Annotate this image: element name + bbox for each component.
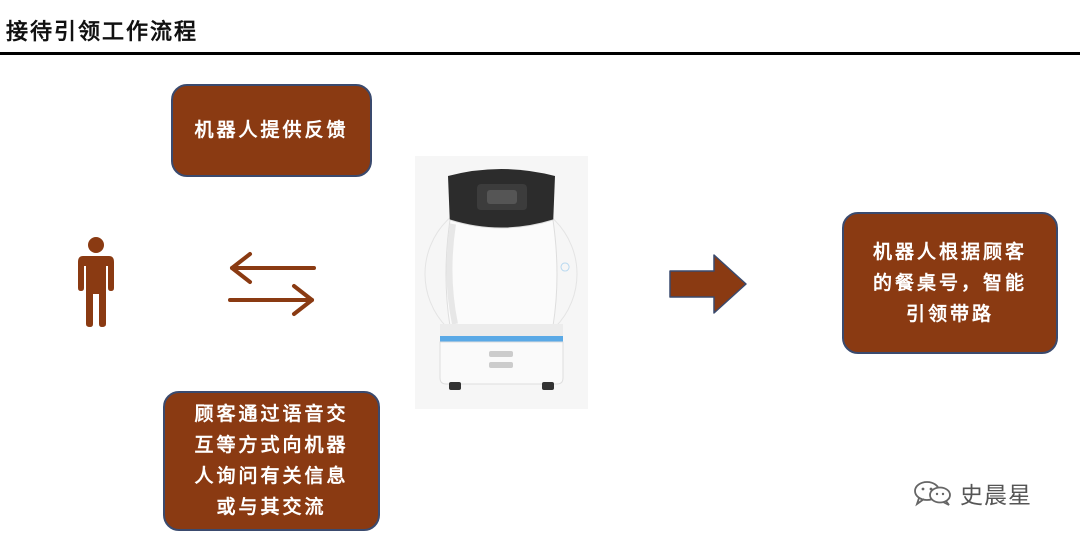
title-divider	[0, 52, 1080, 55]
robot-feedback-box: 机器人提供反馈	[171, 84, 372, 177]
smart-guide-box: 机器人根据顾客 的餐桌号，智能 引领带路	[842, 212, 1058, 354]
robot-feedback-text: 机器人提供反馈	[194, 119, 349, 141]
person-icon	[78, 237, 114, 327]
right-arrow-icon	[669, 254, 747, 314]
swap-arrows-icon	[228, 252, 316, 316]
watermark: 史晨星	[912, 478, 1032, 509]
voice-interaction-text: 顾客通过语音交 互等方式向机器 人询问有关信息 或与其交流	[194, 403, 349, 518]
watermark-text: 史晨星	[960, 483, 1032, 509]
voice-interaction-box: 顾客通过语音交 互等方式向机器 人询问有关信息 或与其交流	[163, 391, 380, 531]
smart-guide-text: 机器人根据顾客 的餐桌号，智能 引领带路	[872, 240, 1027, 325]
wechat-icon	[914, 481, 951, 507]
page-title: 接待引领工作流程	[6, 19, 199, 45]
service-robot-image	[415, 156, 588, 409]
